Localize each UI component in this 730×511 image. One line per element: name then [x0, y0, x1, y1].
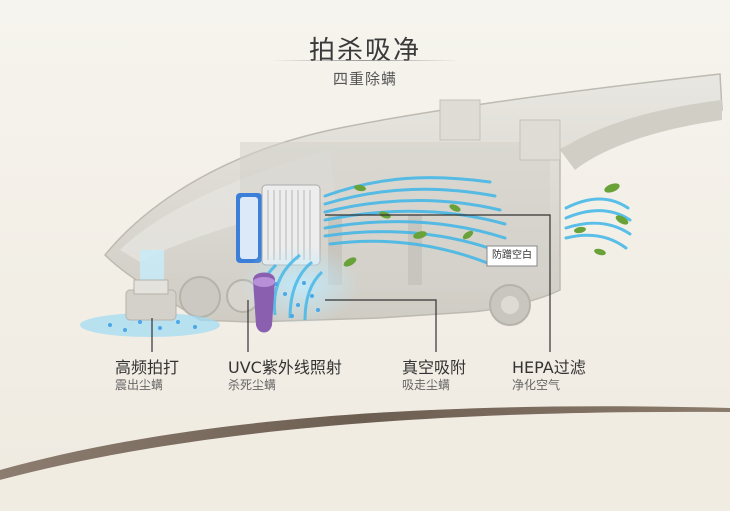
page-subtitle: 四重除螨 — [332, 70, 397, 88]
bottom-band — [0, 406, 730, 480]
callout-lines — [151, 214, 551, 352]
leaf-icons — [343, 183, 629, 267]
feature-desc-vacuum: 吸走尘螨 — [402, 378, 451, 392]
bottom-fill — [0, 413, 730, 511]
feature-desc-uvc: 杀死尘螨 — [228, 378, 277, 392]
page-title: 拍杀吸净 — [308, 36, 421, 66]
device-tag — [486, 245, 538, 267]
uv-lamp — [253, 272, 275, 333]
feature-desc-beating: 震出尘螨 — [115, 378, 164, 392]
feature-title-vacuum: 真空吸附 — [402, 358, 467, 377]
feature-desc-hepa: 净化空气 — [512, 378, 561, 392]
device-tag-text: 防蹭空白 — [492, 250, 532, 261]
brush-head — [80, 250, 220, 337]
feature-title-beating: 高频拍打 — [115, 358, 180, 377]
title-divider — [270, 60, 460, 61]
feature-title-uvc: UVC紫外线照射 — [228, 358, 342, 377]
airflow-streams — [323, 176, 632, 266]
feature-title-hepa: HEPA过滤 — [512, 358, 586, 377]
